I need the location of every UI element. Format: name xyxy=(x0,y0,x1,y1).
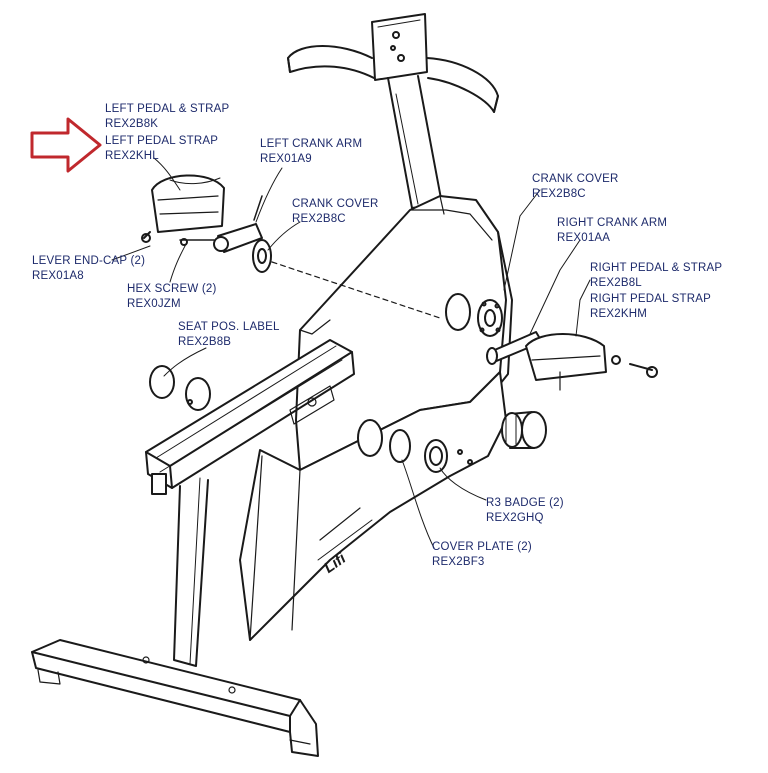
callout-name: LEFT CRANK ARM xyxy=(260,138,363,150)
callout-code: REX2B8K xyxy=(105,118,159,130)
callout-code: REX2B8L xyxy=(590,277,642,289)
base-stabilizer xyxy=(31,639,319,757)
callout-name: RIGHT CRANK ARM xyxy=(557,217,668,229)
callout-code: REX01A8 xyxy=(32,270,84,282)
callout-code: REX2KHL xyxy=(105,150,159,162)
callout-code: REX01AA xyxy=(557,232,611,244)
right-crank-covers xyxy=(445,293,503,337)
callout-code: REX01A9 xyxy=(260,153,312,165)
callout-name: LEFT PEDAL & STRAP xyxy=(105,103,230,115)
callout-name: SEAT POS. LABEL xyxy=(178,321,280,333)
cover-plates xyxy=(357,419,473,473)
callout-code: REX0JZM xyxy=(127,298,181,310)
callout-name: R3 BADGE (2) xyxy=(486,497,564,509)
callout-name: CRANK COVER xyxy=(532,173,619,185)
seat-post xyxy=(173,477,209,667)
callout-code: REX2GHQ xyxy=(486,512,544,524)
callout-right-pedal-strap: RIGHT PEDAL STRAP REX2KHM xyxy=(590,292,711,322)
callout-crank-cover-right: CRANK COVER REX2B8C xyxy=(532,172,619,202)
resistance-knob xyxy=(501,411,547,449)
callout-code: REX2BF3 xyxy=(432,556,485,568)
callout-lever-end-cap: LEVER END-CAP (2) REX01A8 xyxy=(32,254,145,284)
left-crank xyxy=(179,195,263,253)
callout-code: REX2B8C xyxy=(532,188,586,200)
callout-name: LEFT PEDAL STRAP xyxy=(105,135,219,147)
callout-name: LEVER END-CAP (2) xyxy=(32,255,146,267)
callout-crank-cover-left: CRANK COVER REX2B8C xyxy=(292,197,379,227)
callout-right-crank-arm: RIGHT CRANK ARM REX01AA xyxy=(557,216,667,246)
callout-r3-badge: R3 BADGE (2) REX2GHQ xyxy=(486,496,564,526)
callout-seat-pos-label: SEAT POS. LABEL REX2B8B xyxy=(178,320,280,350)
right-pedal xyxy=(525,333,658,391)
left-pedal xyxy=(141,174,225,243)
callout-name: COVER PLATE (2) xyxy=(432,541,532,553)
callout-name: RIGHT PEDAL & STRAP xyxy=(590,262,723,274)
callout-name: CRANK COVER xyxy=(292,198,379,210)
callout-code: REX2B8C xyxy=(292,213,346,225)
highlight-arrow-icon xyxy=(30,117,102,173)
seat-label-discs xyxy=(149,365,211,411)
console-plate xyxy=(371,13,428,81)
callout-name: RIGHT PEDAL STRAP xyxy=(590,293,711,305)
callout-left-pedal-strap: LEFT PEDAL STRAP REX2KHL xyxy=(105,134,218,164)
leader-lines xyxy=(111,157,591,549)
handlebar xyxy=(287,45,499,113)
handlebar-mast xyxy=(387,75,443,209)
callout-name: HEX SCREW (2) xyxy=(127,283,217,295)
callout-hex-screw: HEX SCREW (2) REX0JZM xyxy=(127,282,217,312)
callout-right-pedal-strap-set: RIGHT PEDAL & STRAP REX2B8L xyxy=(590,261,722,291)
callout-cover-plate: COVER PLATE (2) REX2BF3 xyxy=(432,540,532,570)
seat-rail xyxy=(145,339,355,495)
callout-code: REX2KHM xyxy=(590,308,647,320)
callout-left-pedal-strap-set: LEFT PEDAL & STRAP REX2B8K xyxy=(105,102,229,132)
callout-code: REX2B8B xyxy=(178,336,232,348)
callout-left-crank-arm: LEFT CRANK ARM REX01A9 xyxy=(260,137,362,167)
left-crank-cover xyxy=(252,239,272,273)
